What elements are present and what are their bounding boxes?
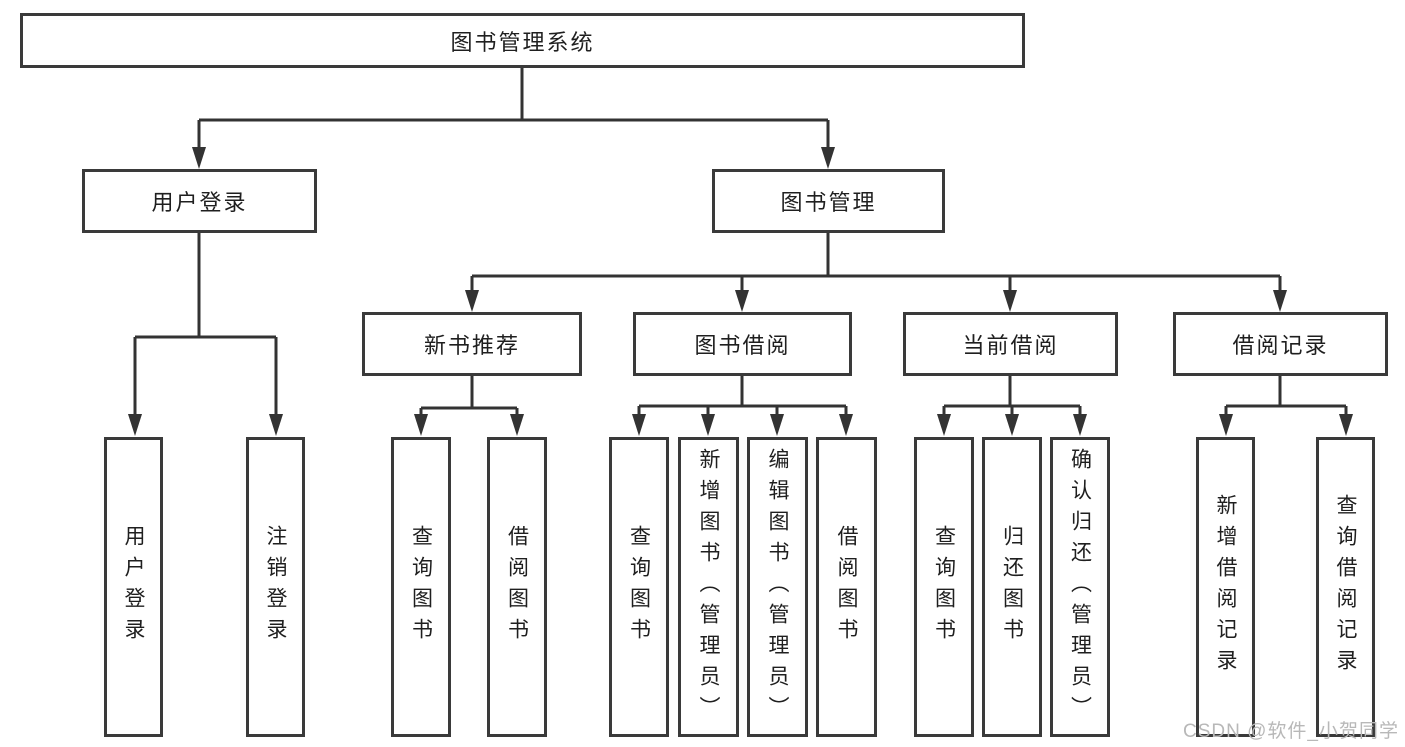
node-book-management: 图书管理 (712, 169, 945, 233)
leaf-logout-label: 注销登录 (264, 525, 287, 649)
leaf-return-book-label: 归还图书 (1000, 525, 1024, 649)
leaf-confirm-return-admin-label: 确认归还（管理员） (1068, 447, 1092, 727)
leaf-query-borrow-record-label: 查询借阅记录 (1334, 494, 1357, 680)
leaf-return-book: 归还图书 (982, 437, 1042, 737)
node-current-borrow: 当前借阅 (903, 312, 1118, 376)
leaf-borrow-book-2-label: 借阅图书 (835, 525, 858, 649)
leaf-query-book-1: 查询图书 (391, 437, 451, 737)
leaf-borrow-book-2: 借阅图书 (816, 437, 877, 737)
leaf-query-book-2-label: 查询图书 (627, 525, 651, 649)
connector-book-borrow-children (632, 376, 853, 436)
leaf-query-book-1-label: 查询图书 (409, 525, 433, 649)
connector-borrow-record-children (1219, 376, 1353, 436)
leaf-borrow-book-1-label: 借阅图书 (505, 525, 529, 649)
connector-user-login-children (128, 233, 283, 436)
connector-root-to-level2 (192, 68, 835, 169)
csdn-watermark: CSDN @软件_小贺同学 (1183, 721, 1399, 742)
leaf-user-login-label: 用户登录 (122, 525, 145, 649)
leaf-add-borrow-record-label: 新增借阅记录 (1214, 494, 1237, 680)
node-new-book-recommend: 新书推荐 (362, 312, 582, 376)
leaf-borrow-book-1: 借阅图书 (487, 437, 547, 737)
leaf-query-borrow-record: 查询借阅记录 (1316, 437, 1375, 737)
leaf-logout: 注销登录 (246, 437, 305, 737)
leaf-add-borrow-record: 新增借阅记录 (1196, 437, 1255, 737)
leaf-add-book-admin: 新增图书（管理员） (678, 437, 739, 737)
leaf-query-book-3-label: 查询图书 (932, 525, 956, 649)
leaf-edit-book-admin: 编辑图书（管理员） (747, 437, 808, 737)
leaf-edit-book-admin-label: 编辑图书（管理员） (766, 447, 789, 727)
node-root-library-system: 图书管理系统 (20, 13, 1025, 68)
node-user-login: 用户登录 (82, 169, 317, 233)
leaf-user-login: 用户登录 (104, 437, 163, 737)
connector-book-management-children (465, 233, 1287, 312)
leaf-query-book-3: 查询图书 (914, 437, 974, 737)
connector-new-book-children (414, 376, 524, 436)
leaf-query-book-2: 查询图书 (609, 437, 669, 737)
connector-current-borrow-children (937, 376, 1087, 436)
leaf-confirm-return-admin: 确认归还（管理员） (1050, 437, 1110, 737)
node-book-borrow: 图书借阅 (633, 312, 852, 376)
leaf-add-book-admin-label: 新增图书（管理员） (697, 447, 720, 727)
node-borrow-record: 借阅记录 (1173, 312, 1388, 376)
